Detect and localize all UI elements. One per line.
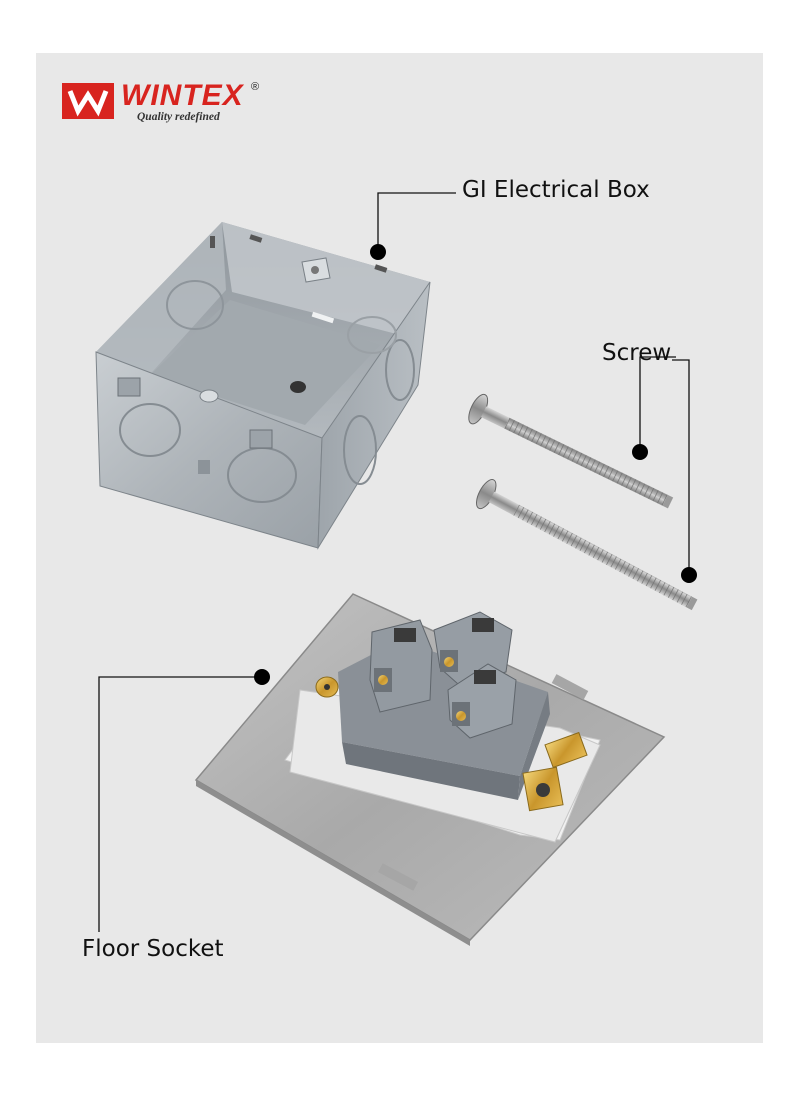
callout-dot-socket [254, 669, 270, 685]
callout-line-screw-1 [639, 356, 676, 452]
callout-line-screw-2 [672, 359, 690, 575]
screws-image [468, 393, 698, 611]
brand-logo: WINTEX ® Quality redefined [62, 79, 272, 126]
brand-name: WINTEX [121, 79, 244, 112]
callout-dot-box [370, 244, 386, 260]
brand-tagline: Quality redefined [137, 111, 220, 123]
label-gi-electrical-box: GI Electrical Box [462, 177, 650, 203]
label-screw: Screw [602, 340, 672, 366]
callout-lines [98, 192, 690, 932]
floor-socket-image [194, 593, 666, 946]
label-floor-socket: Floor Socket [82, 936, 224, 962]
callout-line-socket [98, 676, 262, 932]
callout-dot-screw-1 [632, 444, 648, 460]
gi-electrical-box-image [95, 222, 431, 550]
brand-mark-icon [62, 83, 114, 119]
callout-line-box [377, 192, 456, 252]
callout-dot-screw-2 [681, 567, 697, 583]
registered-mark: ® [251, 81, 260, 93]
